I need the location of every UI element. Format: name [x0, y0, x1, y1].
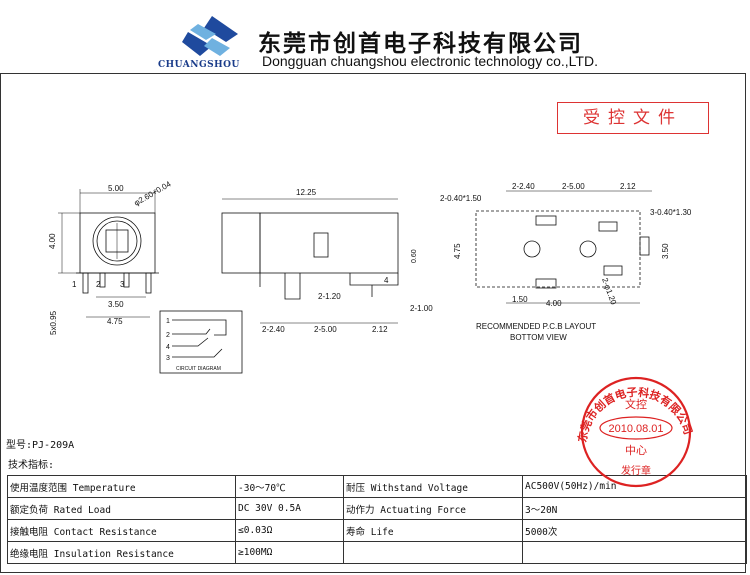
pcb-bottom-dim-a: 1.50 [512, 295, 528, 304]
front-view: 5.00 φ2.60+0.04 4.00 1 2 3 3.50 4.75 5x0… [48, 179, 173, 335]
model-number: 型号:PJ-209A [6, 440, 75, 451]
pcb-subcaption: BOTTOM VIEW [510, 333, 567, 342]
circuit-pin-1: 1 [166, 318, 170, 325]
spec-cell: 绝缘电阻 Insulation Resistance [7, 541, 236, 564]
spec-table: 使用温度范围 Temperature -30～70℃ 耐压 Withstand … [7, 475, 747, 564]
pcb-top-dim-1: 2-2.40 [512, 182, 535, 191]
table-row: 额定负荷 Rated Load DC 30V 0.5A 动作力 Actuatin… [7, 497, 747, 520]
pcb-bottom-dim-b: 4.00 [546, 299, 562, 308]
spec-cell: ≥100MΩ [235, 541, 344, 564]
circuit-pin-3: 3 [166, 355, 170, 362]
spec-cell: -30～70℃ [235, 475, 344, 498]
spec-cell: 3～20N [522, 497, 747, 520]
technical-drawing: 5.00 φ2.60+0.04 4.00 1 2 3 3.50 4.75 5x0… [48, 179, 692, 374]
pcb-caption: RECOMMENDED P.C.B LAYOUT [476, 322, 596, 331]
side-dim-d3: 2-2.40 [262, 325, 285, 334]
spec-cell: 接触电阻 Contact Resistance [7, 519, 236, 542]
side-view: 12.25 4 0.60 2-1.20 2-1.00 2-2.40 2-5.00… [221, 188, 433, 334]
red-seal: 东莞市创首电子科技有限公司 文控 2010.08.01 中心 发行章 [575, 376, 695, 488]
spec-cell: ≤0.03Ω [235, 519, 344, 542]
side-dim-d1: 2-1.20 [318, 292, 341, 301]
brand-logo [182, 16, 238, 56]
pcb-diag-dim: 2-φ1.20 [600, 277, 618, 307]
side-pin-label: 4 [384, 276, 389, 285]
spec-cell: 使用温度范围 Temperature [7, 475, 236, 498]
drawing-frame [0, 73, 746, 573]
spec-cell: 动作力 Actuating Force [343, 497, 523, 520]
pcb-layout: 2-2.40 2-5.00 2.12 2-0.40*1.50 3-0.40*1.… [440, 182, 692, 342]
pcb-top-dim-3: 2.12 [620, 182, 636, 191]
pcb-hole-b: 3-0.40*1.30 [650, 208, 692, 217]
pin-pitch-dim: 5x0.95 [49, 310, 58, 335]
seal-date: 2010.08.01 [608, 423, 663, 435]
pin-label-3: 3 [120, 280, 125, 289]
brand-name: CHUANGSHOU [158, 60, 240, 70]
spec-cell: 寿命 Life [343, 519, 523, 542]
side-dim-d5: 2.12 [372, 325, 388, 334]
seal-bottom-text: 发行章 [621, 464, 651, 477]
inner-span-dim: 3.50 [108, 300, 124, 309]
company-name-cn: 东莞市创首电子科技有限公司 [258, 31, 583, 57]
circuit-pin-2: 2 [166, 332, 170, 339]
circuit-pin-4: 4 [166, 344, 170, 351]
table-row: 绝缘电阻 Insulation Resistance ≥100MΩ [7, 541, 747, 564]
spec-cell: 耐压 Withstand Voltage [343, 475, 523, 498]
side-length-dim: 12.25 [296, 188, 317, 197]
side-dim-d2: 2-1.00 [410, 304, 433, 313]
pcb-hole-a: 2-0.40*1.50 [440, 194, 482, 203]
circuit-caption: CIRCUIT DIAGRAM [176, 366, 221, 372]
pin-label-1: 1 [72, 280, 77, 289]
side-offset-dim: 0.60 [411, 249, 418, 263]
seal-center-text: 中心 [625, 444, 647, 457]
spec-cell: 额定负荷 Rated Load [7, 497, 236, 520]
pcb-top-dim-2: 2-5.00 [562, 182, 585, 191]
company-name-en: Dongguan chuangshou electronic technolog… [262, 53, 598, 69]
table-row: 接触电阻 Contact Resistance ≤0.03Ω 寿命 Life 5… [7, 519, 747, 542]
outer-span-dim: 4.75 [107, 317, 123, 326]
controlled-document-stamp: 受控文件 [557, 102, 709, 134]
hole-diameter-dim: φ2.60+0.04 [133, 179, 173, 208]
pcb-left-dim: 4.75 [453, 243, 462, 259]
spec-cell [343, 541, 523, 564]
front-height-dim: 4.00 [48, 233, 57, 249]
seal-top-text: 文控 [625, 397, 647, 411]
spec-cell: DC 30V 0.5A [235, 497, 344, 520]
spec-cell [522, 541, 747, 564]
spec-heading: 技术指标: [8, 460, 55, 471]
circuit-diagram: 1 2 4 3 CIRCUIT DIAGRAM [159, 310, 243, 374]
pin-label-2: 2 [96, 280, 101, 289]
side-dim-d4: 2-5.00 [314, 325, 337, 334]
spec-cell: 5000次 [522, 519, 747, 542]
front-width-dim: 5.00 [108, 184, 124, 193]
pcb-right-dim: 3.50 [661, 243, 670, 259]
